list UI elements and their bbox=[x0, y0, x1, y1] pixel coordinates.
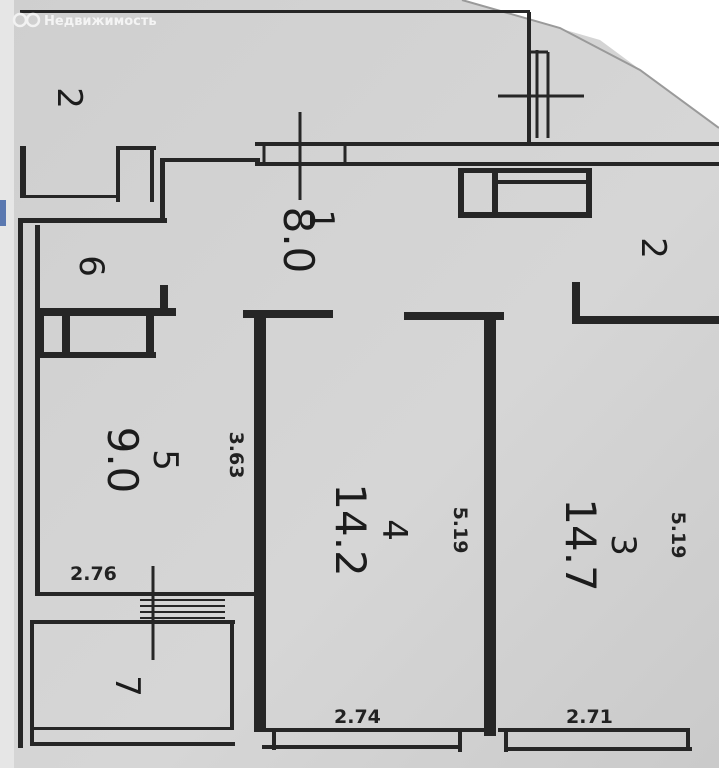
shaft-left bbox=[116, 146, 156, 150]
south-wall-b bbox=[262, 745, 458, 749]
room3-number: 3 bbox=[603, 534, 643, 556]
south-wall-d bbox=[506, 747, 692, 751]
vent-block-left bbox=[458, 168, 464, 218]
room5-wall-left bbox=[35, 225, 40, 595]
loggia-right-edge bbox=[527, 12, 531, 142]
room5-wall-bottom bbox=[35, 592, 260, 596]
south-wall-tick-3 bbox=[504, 732, 508, 752]
room4-length-dim: 5.19 bbox=[449, 507, 471, 554]
north-wall-d bbox=[527, 142, 719, 146]
bath-wall-top bbox=[38, 308, 176, 316]
bath-inner-bottom bbox=[38, 352, 156, 358]
loggia-bottom-label: 7 bbox=[107, 675, 147, 697]
left-margin-strip bbox=[0, 0, 14, 768]
vent-block-inner bbox=[498, 180, 586, 184]
infinity-logo-icon bbox=[12, 12, 41, 28]
room4-area: 14.2 bbox=[326, 483, 375, 577]
bathroom-label: 6 bbox=[71, 255, 111, 277]
room5-area: 9.0 bbox=[98, 427, 147, 494]
watermark: Недвижимость bbox=[12, 12, 157, 29]
vent-block-bottom bbox=[458, 212, 592, 218]
shaft-left-c bbox=[150, 146, 154, 202]
corridor-area: 8.0 bbox=[274, 207, 323, 274]
room4-wall-right bbox=[484, 314, 496, 736]
south-wall-tick-1 bbox=[272, 732, 276, 750]
walls bbox=[18, 10, 719, 752]
vent-block-mid bbox=[492, 172, 498, 216]
room5-length-dim: 3.63 bbox=[225, 432, 247, 479]
room4-number: 4 bbox=[374, 519, 414, 541]
bath-inner-left bbox=[38, 312, 44, 358]
loggia7-inner-bottom bbox=[34, 727, 234, 730]
room5-number: 5 bbox=[145, 449, 185, 471]
outer-wall-left bbox=[18, 218, 23, 748]
loggia7-top bbox=[30, 620, 235, 624]
room3-width-dim: 2.71 bbox=[566, 706, 613, 728]
loggia7-right bbox=[230, 620, 234, 730]
room3-length-dim: 5.19 bbox=[667, 512, 689, 559]
stamp-mark bbox=[0, 200, 6, 226]
south-wall-c bbox=[498, 728, 690, 732]
room4-wall-top bbox=[404, 312, 504, 320]
bath-inner-mid bbox=[62, 312, 70, 358]
vent-block-right bbox=[586, 168, 592, 218]
south-wall-tick-4 bbox=[686, 732, 690, 750]
north-wall-a bbox=[160, 158, 260, 162]
corridor-wall-top bbox=[22, 218, 167, 223]
room4-width-dim: 2.74 bbox=[334, 706, 381, 728]
vent-block-outer bbox=[458, 168, 592, 173]
room5-width-dim: 2.76 bbox=[70, 563, 117, 585]
south-wall-a bbox=[262, 728, 492, 732]
south-wall-tick-2 bbox=[458, 732, 462, 752]
room5-wall-top bbox=[243, 310, 333, 318]
corridor-wall-stub bbox=[160, 160, 165, 222]
paper-edge bbox=[461, 0, 719, 129]
loggia-top-left-label: 2 bbox=[49, 87, 89, 109]
room3-wall-stub bbox=[572, 282, 580, 324]
room3-area: 14.7 bbox=[556, 498, 605, 592]
corridor-number: 1 bbox=[301, 209, 341, 231]
openings bbox=[140, 50, 584, 660]
watermark-text: Недвижимость bbox=[44, 14, 157, 29]
bath-wall-right-stub bbox=[160, 285, 168, 315]
loggia-bottom-edge bbox=[22, 195, 117, 198]
loggia7-bottom bbox=[30, 742, 235, 746]
loggia-top-right-label: 2 bbox=[633, 237, 673, 259]
north-wall-b bbox=[255, 142, 527, 146]
shaft-left-b bbox=[116, 146, 120, 202]
loggia-top-edge bbox=[20, 10, 530, 13]
outer-wall-left-top bbox=[20, 146, 26, 198]
north-wall-c bbox=[255, 162, 719, 166]
room3-wall-top bbox=[572, 316, 719, 324]
room5-wall-right bbox=[254, 312, 266, 732]
loggia7-outer bbox=[30, 620, 34, 746]
bath-inner-right bbox=[146, 312, 154, 358]
